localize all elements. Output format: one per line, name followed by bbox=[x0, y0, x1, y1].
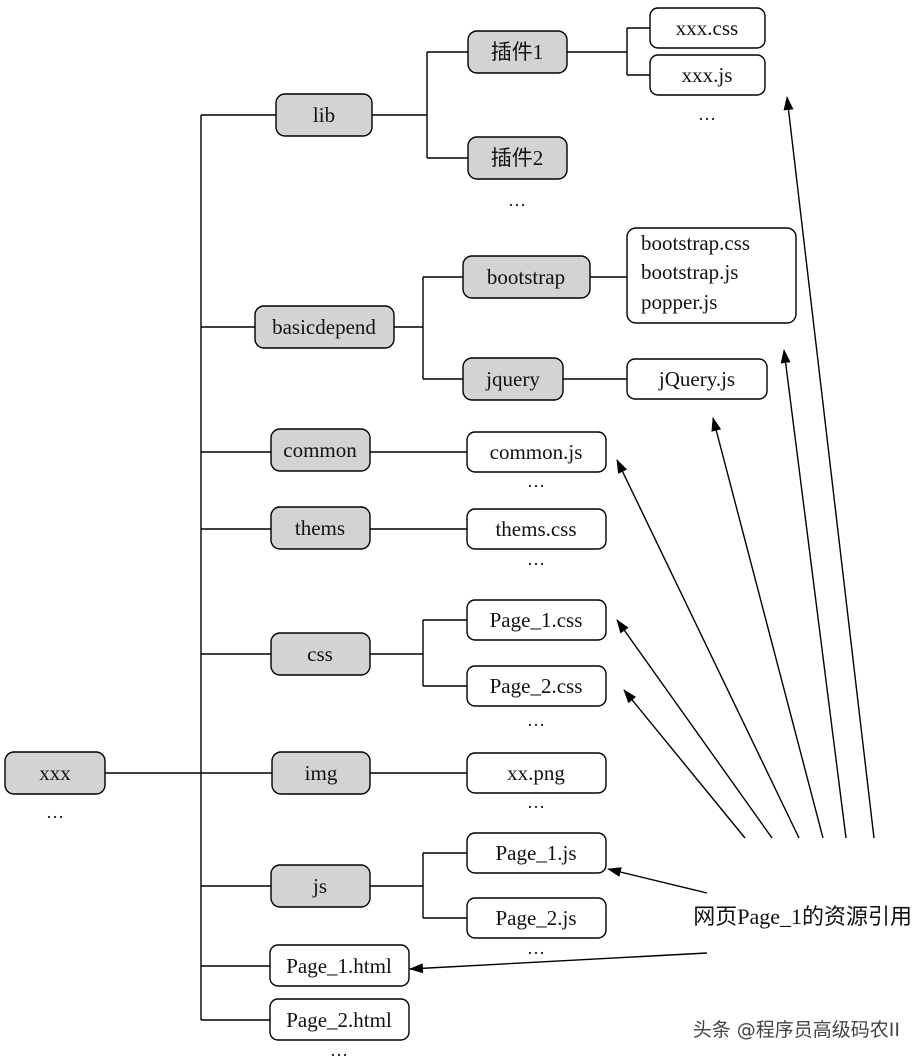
tree-connectors bbox=[105, 27, 650, 1021]
file-label-thems-css: thems.css bbox=[495, 517, 576, 541]
folder-label-common: common bbox=[283, 438, 357, 462]
file-node-page2-html: Page_2.html bbox=[269, 998, 410, 1041]
ellipsis-common-files: … bbox=[527, 471, 545, 491]
file-node-common-js: common.js bbox=[466, 431, 607, 473]
root-ellipsis: … bbox=[46, 802, 64, 822]
file-label-bootstrap-css: bootstrap.css bbox=[641, 231, 750, 255]
folder-node-bootstrap: bootstrap bbox=[462, 255, 591, 299]
file-label-page2-css: Page_2.css bbox=[490, 674, 583, 698]
folder-label-css: css bbox=[307, 642, 333, 666]
folder-node-img: img bbox=[271, 751, 371, 795]
file-node-xxx-js: xxx.js bbox=[649, 54, 766, 96]
folder-label-js: js bbox=[312, 874, 327, 898]
file-node-page1-css: Page_1.css bbox=[466, 599, 607, 641]
ellipsis-js-files: … bbox=[527, 938, 545, 958]
file-node-page1-html: Page_1.html bbox=[269, 944, 410, 987]
folder-node-plugin2: 插件2 bbox=[467, 136, 568, 180]
folder-node-common: common bbox=[270, 428, 371, 472]
folder-node-basicdepend: basicdepend bbox=[254, 305, 395, 349]
file-node-page2-css: Page_2.css bbox=[466, 665, 607, 707]
root-folder-label: xxx bbox=[39, 761, 71, 785]
file-node-bootstrap-files: bootstrap.css bootstrap.js popper.js bbox=[626, 227, 797, 324]
folder-label-plugin2: 插件2 bbox=[491, 146, 544, 170]
folder-node-jquery: jquery bbox=[462, 357, 564, 401]
file-node-page1-js: Page_1.js bbox=[466, 832, 607, 874]
file-label-page2-html: Page_2.html bbox=[286, 1008, 392, 1032]
ellipsis-img-files: … bbox=[527, 792, 545, 812]
file-node-thems-css: thems.css bbox=[466, 508, 607, 550]
folder-label-plugin1: 插件1 bbox=[491, 40, 544, 64]
file-node-jquery-js: jQuery.js bbox=[626, 358, 768, 400]
ellipsis-thems-files: … bbox=[527, 549, 545, 569]
file-node-xxx-css: xxx.css bbox=[649, 7, 766, 49]
file-label-jquery-js: jQuery.js bbox=[658, 367, 735, 391]
folder-label-img: img bbox=[305, 761, 338, 785]
file-label-xxx-css: xxx.css bbox=[676, 16, 738, 40]
folder-node-js: js bbox=[270, 864, 371, 908]
file-node-xx-png: xx.png bbox=[466, 752, 607, 794]
folder-label-thems: thems bbox=[295, 516, 345, 540]
ellipsis-plugin1-files: … bbox=[698, 104, 716, 124]
file-label-page1-js: Page_1.js bbox=[495, 841, 576, 865]
folder-node-css: css bbox=[270, 632, 371, 676]
file-label-bootstrap-js: bootstrap.js bbox=[641, 260, 738, 284]
ellipsis-lib-plugins: … bbox=[508, 190, 526, 210]
file-label-popper-js: popper.js bbox=[641, 290, 717, 314]
folder-label-lib: lib bbox=[313, 103, 335, 127]
ellipsis-html-files: … bbox=[330, 1040, 348, 1060]
file-label-page2-js: Page_2.js bbox=[495, 906, 576, 930]
folder-node-thems: thems bbox=[270, 506, 371, 550]
file-label-xx-png: xx.png bbox=[507, 761, 565, 785]
file-label-page1-css: Page_1.css bbox=[490, 608, 583, 632]
root-folder-node: xxx bbox=[4, 751, 106, 795]
file-label-xxx-js: xxx.js bbox=[682, 63, 733, 87]
folder-label-basicdepend: basicdepend bbox=[272, 315, 376, 339]
resource-reference-annotation: 网页Page_1的资源引用 bbox=[693, 904, 912, 929]
folder-label-jquery: jquery bbox=[485, 367, 540, 391]
ellipsis-css-files: … bbox=[527, 710, 545, 730]
file-label-common-js: common.js bbox=[490, 440, 583, 464]
watermark-text: 头条 @程序员高级码农II bbox=[693, 1019, 900, 1041]
folder-node-plugin1: 插件1 bbox=[467, 30, 568, 74]
reference-arrows bbox=[409, 96, 875, 974]
folder-node-lib: lib bbox=[275, 93, 373, 137]
folder-label-bootstrap: bootstrap bbox=[487, 265, 565, 289]
file-node-page2-js: Page_2.js bbox=[466, 897, 607, 939]
file-label-page1-html: Page_1.html bbox=[286, 954, 392, 978]
